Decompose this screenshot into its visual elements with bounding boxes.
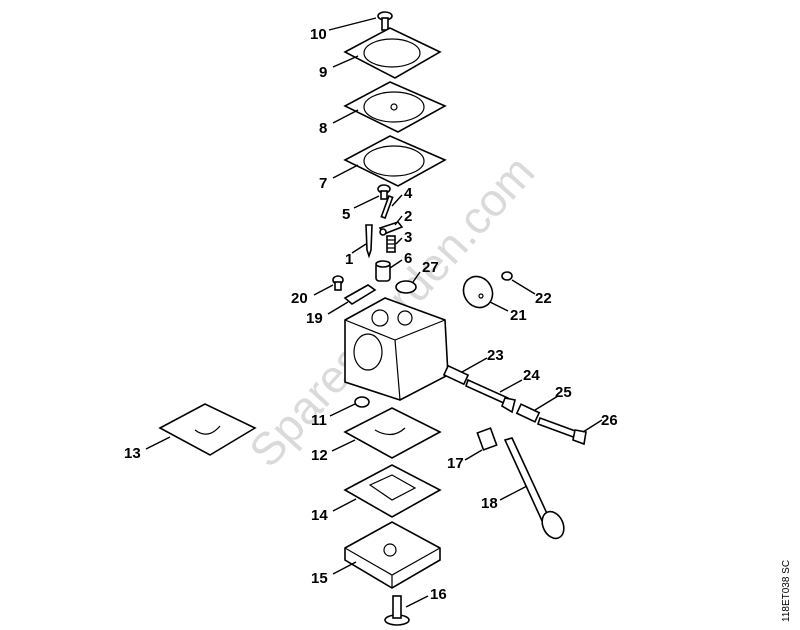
label-19: 19 [306, 310, 323, 327]
label-21: 21 [510, 307, 527, 324]
label-15: 15 [311, 570, 328, 587]
part-10-screw[interactable] [377, 11, 393, 31]
part-25-spring[interactable] [515, 403, 541, 423]
part-4-pin[interactable] [380, 194, 394, 220]
part-17-spring[interactable] [476, 427, 498, 451]
part-16-screw[interactable] [384, 595, 410, 626]
label-22: 22 [535, 290, 552, 307]
part-20-screw[interactable] [332, 275, 344, 291]
part-12-gasket[interactable] [343, 407, 442, 459]
label-24: 24 [523, 367, 540, 384]
label-18: 18 [481, 495, 498, 512]
label-9: 9 [319, 64, 327, 81]
label-13: 13 [124, 445, 141, 462]
label-23: 23 [487, 347, 504, 364]
label-14: 14 [311, 507, 328, 524]
label-12: 12 [311, 447, 328, 464]
label-27: 27 [422, 259, 439, 276]
label-2: 2 [404, 208, 412, 225]
part-21-throttle-disc[interactable] [458, 271, 498, 313]
drawing-code: 118ET038 SC [781, 560, 792, 622]
label-25: 25 [555, 384, 572, 401]
part-27-disc[interactable] [395, 280, 417, 294]
label-5: 5 [342, 206, 350, 223]
part-2-lever[interactable] [378, 221, 404, 236]
label-20: 20 [291, 290, 308, 307]
label-8: 8 [319, 120, 327, 137]
label-17: 17 [447, 455, 464, 472]
part-7-gasket[interactable] [343, 135, 447, 187]
part-5-screw[interactable] [377, 184, 391, 200]
part-14-gasket[interactable] [343, 464, 442, 518]
part-13-gasket[interactable] [158, 403, 257, 456]
part-26-screw[interactable] [536, 416, 587, 446]
part-carburetor-body[interactable] [344, 297, 449, 401]
label-26: 26 [601, 412, 618, 429]
part-22-screw[interactable] [501, 271, 513, 281]
part-18-shaft[interactable] [503, 437, 568, 542]
label-7: 7 [319, 175, 327, 192]
label-16: 16 [430, 586, 447, 603]
part-1-needle[interactable] [365, 224, 373, 259]
label-3: 3 [404, 229, 412, 246]
part-15-pump-cover[interactable] [344, 521, 441, 589]
label-10: 10 [310, 26, 327, 43]
part-3-spring[interactable] [386, 235, 396, 253]
part-6-plug[interactable] [375, 260, 391, 282]
part-24-screw[interactable] [465, 378, 516, 414]
part-23-spring[interactable] [442, 364, 470, 386]
label-1: 1 [345, 251, 353, 268]
part-8-diaphragm[interactable] [343, 81, 447, 133]
leader-lines [145, 17, 603, 608]
part-labels: 1 2 3 4 5 6 7 8 9 10 11 12 13 14 15 16 1… [124, 26, 618, 603]
label-4: 4 [404, 185, 413, 202]
label-6: 6 [404, 250, 412, 267]
part-11-screen[interactable] [354, 396, 370, 408]
part-9-cover[interactable] [343, 27, 442, 79]
label-11: 11 [311, 412, 327, 429]
part-19-plate[interactable] [343, 284, 377, 305]
